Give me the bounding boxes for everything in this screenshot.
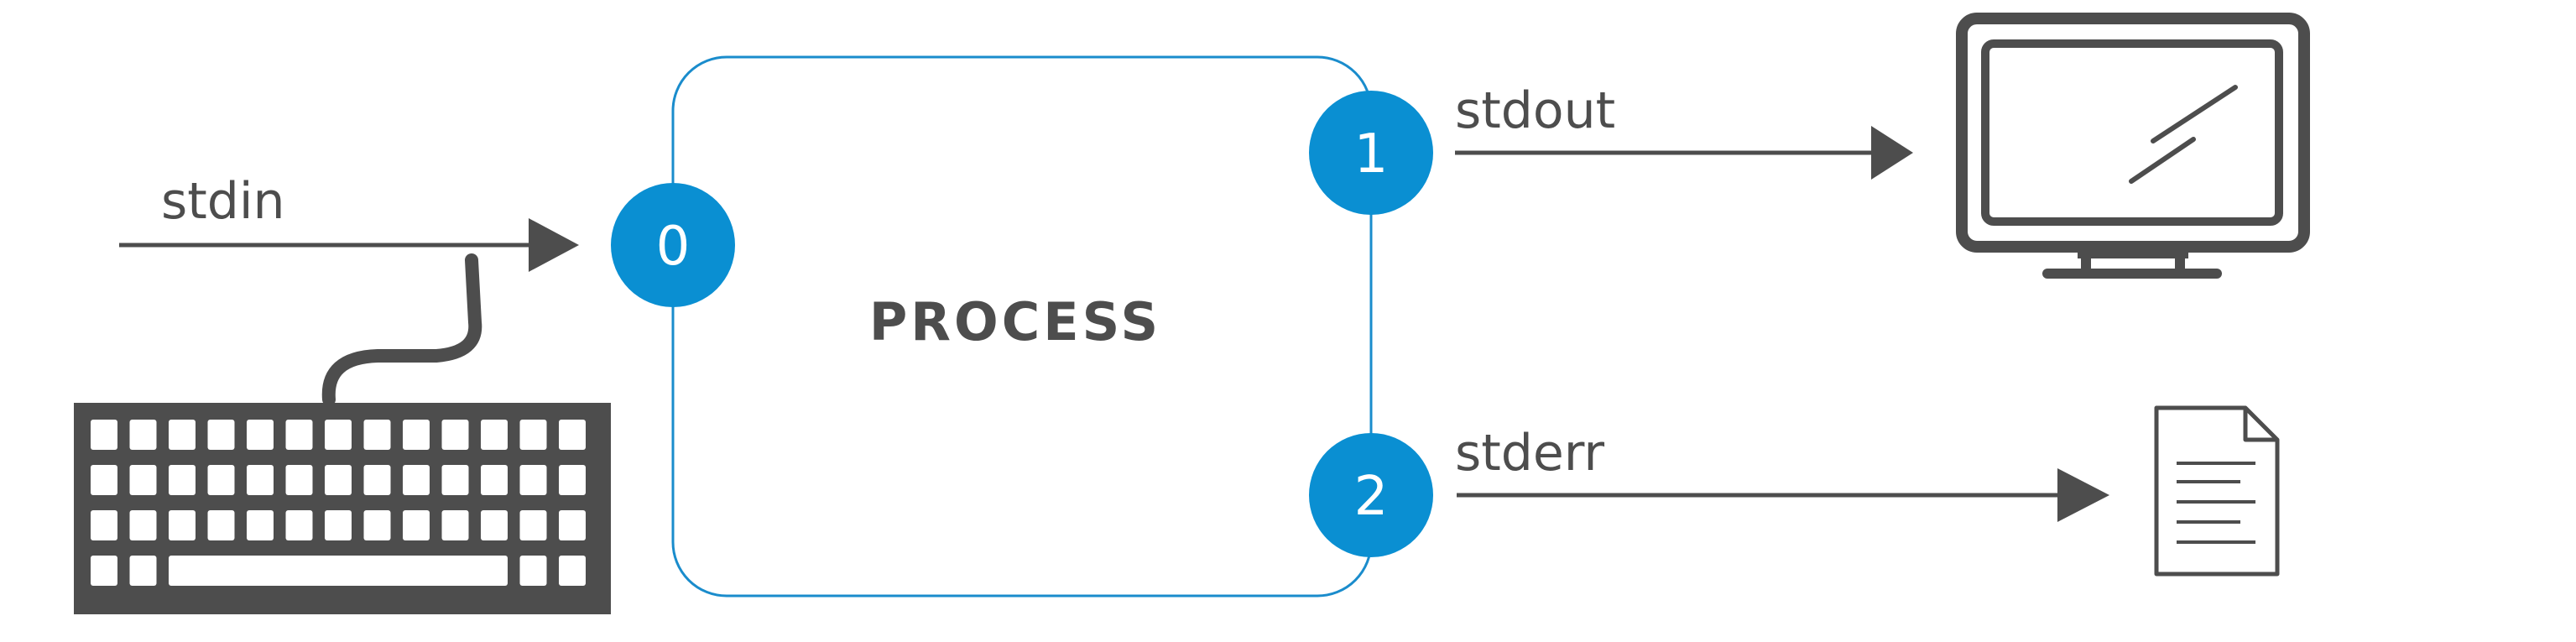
keyboard-key <box>519 510 547 540</box>
keyboard-key <box>247 420 274 450</box>
keyboard-key <box>129 465 157 495</box>
keyboard-key <box>91 556 117 586</box>
keyboard-key <box>519 420 547 450</box>
keyboard-key <box>363 510 391 540</box>
keyboard-key <box>441 465 469 495</box>
keyboard-key <box>169 510 196 540</box>
keyboard-key <box>169 465 196 495</box>
keyboard-key <box>363 420 391 450</box>
keyboard-key <box>247 465 274 495</box>
stdout-label: stdout <box>1455 81 1615 140</box>
stderr-port-number: 2 <box>1354 466 1389 528</box>
keyboard-key <box>169 420 196 450</box>
keyboard-key <box>481 465 508 495</box>
keyboard-key <box>403 465 430 495</box>
keyboard-key <box>285 465 313 495</box>
keyboard-key <box>481 420 508 450</box>
keyboard-key <box>403 420 430 450</box>
stderr-label: stderr <box>1455 424 1604 483</box>
monitor-icon <box>1956 13 2310 279</box>
stderr-port: 2 <box>1309 433 1433 557</box>
keyboard-key <box>207 420 235 450</box>
keyboard-key <box>363 465 391 495</box>
keyboard-key <box>91 510 117 540</box>
stdout-arrow <box>1455 126 1913 180</box>
keyboard-key <box>481 510 508 540</box>
keyboard-key <box>441 420 469 450</box>
keyboard-key <box>325 465 352 495</box>
keyboard-key <box>519 556 547 586</box>
keyboard-key <box>207 465 235 495</box>
document-icon <box>2154 405 2280 577</box>
stderr-arrow <box>1457 468 2109 522</box>
keyboard-key <box>403 510 430 540</box>
keyboard-spacebar <box>169 556 508 586</box>
keyboard-key <box>247 510 274 540</box>
keyboard-key <box>559 510 586 540</box>
process-label: PROCESS <box>869 291 1161 352</box>
keyboard-key <box>129 510 157 540</box>
keyboard-key <box>129 556 157 586</box>
keyboard-key <box>207 510 235 540</box>
stdin-port-number: 0 <box>656 216 691 278</box>
keyboard-key <box>519 465 547 495</box>
keyboard-key <box>559 556 586 586</box>
stdin-port: 0 <box>611 183 735 307</box>
process-box: PROCESS <box>671 55 1373 598</box>
keyboard-key <box>325 510 352 540</box>
keyboard-key <box>559 465 586 495</box>
stdout-port: 1 <box>1309 91 1433 215</box>
keyboard-icon <box>74 253 611 614</box>
keyboard-key <box>91 420 117 450</box>
keyboard-key <box>325 420 352 450</box>
keyboard-key <box>285 510 313 540</box>
stdout-port-number: 1 <box>1354 123 1389 185</box>
stdin-label: stdin <box>161 172 285 231</box>
stdin-arrow <box>119 218 579 272</box>
keyboard-key <box>441 510 469 540</box>
keyboard-key <box>129 420 157 450</box>
keyboard-key <box>91 465 117 495</box>
keyboard-key <box>559 420 586 450</box>
keyboard-key <box>285 420 313 450</box>
